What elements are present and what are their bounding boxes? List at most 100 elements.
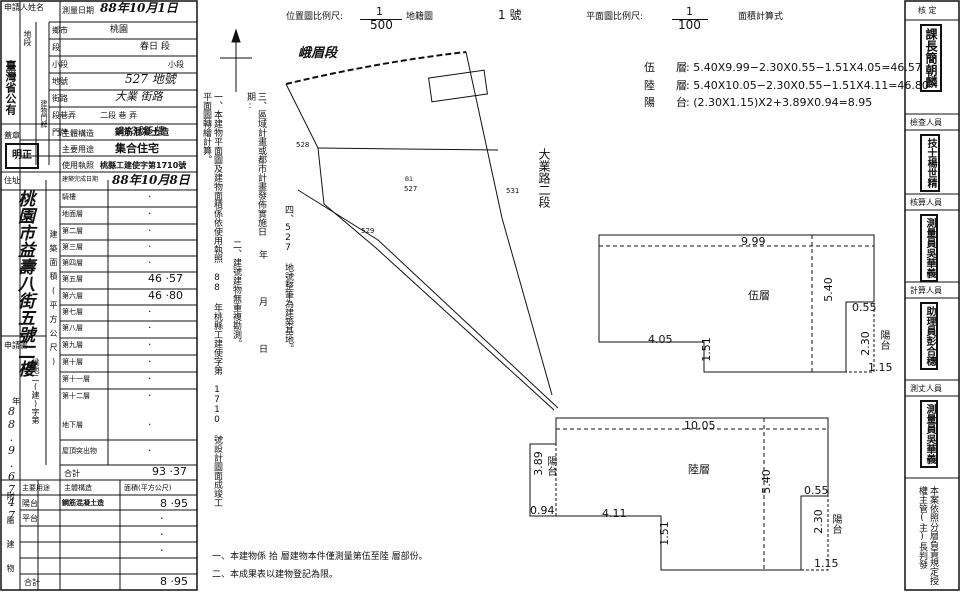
plan-6f bbox=[529, 417, 829, 571]
floor-row-11-area: · bbox=[148, 372, 152, 385]
cadastral-label: 地籍圖 bbox=[406, 12, 434, 22]
land-label: 地段 bbox=[23, 30, 32, 46]
plan5-dim-230: 2.30 bbox=[858, 331, 872, 356]
formula-2-floor: 陽 bbox=[644, 96, 655, 109]
loc-row-1-label: 段 bbox=[52, 43, 60, 52]
floor-row-8-name: 第八層 bbox=[62, 324, 83, 332]
plan6-dim-411: 4.11 bbox=[602, 507, 627, 520]
loc-row-6-label: 門牌 bbox=[52, 128, 68, 137]
note-3: 三、區域計畫或都市計畫發佈實施日期: bbox=[245, 92, 266, 236]
total-label: 合計 bbox=[64, 469, 80, 478]
road-top-label: 峨眉段 bbox=[298, 46, 338, 61]
drawing-area: 位置圖比例尺: 1 500 地籍圖 1 號 平面圖比例尺: 1 100 面積計算… bbox=[198, 0, 929, 592]
plan-scale-bar bbox=[672, 19, 708, 20]
loc-row-1-value: 春日 段 bbox=[140, 42, 170, 52]
checker-label: 檢查人員 bbox=[910, 118, 942, 127]
floor-row-0-name: 騎樓 bbox=[62, 193, 76, 201]
loc-row-0-value: 桃園 bbox=[110, 25, 129, 35]
floor-row-14-name: 屋頂突出物 bbox=[62, 447, 97, 455]
applicant-name: 臺灣省公有 bbox=[4, 60, 17, 115]
plan6-title: 陸層 bbox=[688, 463, 710, 476]
hand-no: 88.9.6747 bbox=[5, 405, 18, 522]
stamp-checker: 技士楊世精 bbox=[920, 134, 940, 192]
annex-row-0-area: 8 ·95 bbox=[160, 497, 188, 510]
road-lower-edge bbox=[297, 189, 559, 409]
formula-1-floor: 陸 bbox=[644, 79, 655, 92]
seal-stamp: 明正 bbox=[5, 143, 39, 169]
parcel-boundary-west bbox=[285, 83, 555, 411]
applicant-label: 申請人姓名 bbox=[4, 3, 44, 12]
plan6-dim-230: 2.30 bbox=[811, 509, 825, 534]
loc-row-5-label: 段巷弄 bbox=[52, 111, 76, 120]
floor-row-0-area: · bbox=[148, 190, 152, 203]
floor-row-6-area: 46 ·80 bbox=[148, 289, 183, 302]
plan-6f-balcony-left bbox=[529, 443, 557, 517]
formula-1-tail: 層 bbox=[676, 79, 687, 92]
stamp-calc: 測量員吳華義 bbox=[920, 214, 938, 282]
plan-6f-balcony-right bbox=[800, 495, 829, 571]
floor-row-7-area: · bbox=[148, 305, 152, 318]
floor-row-2-area: · bbox=[148, 224, 152, 237]
structure-value: 鋼筋混凝土造 bbox=[115, 128, 170, 138]
plan-5f-balcony bbox=[845, 301, 875, 373]
plan5-dim-055: 0.55 bbox=[852, 301, 877, 314]
floors-header: 建築面積(平方公尺) bbox=[49, 230, 58, 372]
applicant-doc-value: 桃地二(建)字第 bbox=[31, 358, 40, 424]
loc-scale-den: 500 bbox=[370, 18, 393, 32]
loc-row-6-value: 243號5樓 bbox=[118, 126, 164, 137]
floor-row-9-area: · bbox=[148, 338, 152, 351]
loc-row-2-label: 小段 bbox=[52, 60, 68, 69]
year-label: 年 bbox=[12, 397, 20, 406]
computer-label: 計算人員 bbox=[910, 286, 942, 295]
loc-row-0-label: 鄉市 bbox=[52, 26, 68, 35]
north-arrow-head bbox=[231, 28, 241, 43]
floor-row-6-name: 第六層 bbox=[62, 292, 83, 300]
plan-5f bbox=[598, 234, 875, 373]
loc-row-4-value: 大業 街路 bbox=[115, 90, 163, 103]
stamp-surveyor: 測量員吳華義 bbox=[920, 400, 938, 468]
complete-date: 88年10月8日 bbox=[112, 173, 190, 187]
floor-row-13-area: · bbox=[148, 418, 152, 431]
left-table-grid bbox=[0, 0, 198, 591]
calc-label: 核算人員 bbox=[910, 198, 942, 207]
loc-scale-bar bbox=[360, 19, 402, 20]
floor-row-10-area: · bbox=[148, 355, 152, 368]
use-label: 主要用途 bbox=[62, 145, 94, 154]
floor-row-14-area: · bbox=[148, 444, 152, 457]
plan6-dim-055: 0.55 bbox=[804, 484, 829, 497]
floor-row-3-name: 第三層 bbox=[62, 243, 83, 251]
floor-row-1-area: · bbox=[148, 207, 152, 220]
plan6-dim-115: 1.15 bbox=[814, 557, 839, 570]
formula-0-tail: 層 bbox=[676, 61, 687, 74]
annex-label: 附屬建物 bbox=[6, 492, 15, 588]
plan-scale-num: 1 bbox=[686, 5, 693, 18]
parcel-boundary-east bbox=[465, 51, 553, 396]
plan6-balcony-right: 陽台 bbox=[830, 514, 841, 534]
formula-2-expr: : (2.30X1.15)X2+3.89X0.94=8.95 bbox=[686, 96, 873, 109]
parcel-528-label: 528 bbox=[296, 141, 310, 149]
plan5-dim-999: 9.99 bbox=[741, 235, 766, 248]
note-4: 四、527 地號整筆為建築基地。 bbox=[283, 205, 293, 353]
cadastral-no: 1 號 bbox=[498, 8, 522, 22]
building-no-label: 建物門牌 bbox=[40, 100, 48, 128]
loc-row-4-label: 街路 bbox=[52, 94, 68, 103]
loc-row-3-value: 527 地號 bbox=[125, 72, 176, 86]
parcel-531-label: 531 bbox=[506, 187, 520, 195]
parcel-divider bbox=[317, 147, 499, 151]
parcel-527-label: 527 bbox=[404, 185, 418, 193]
right-column-grid bbox=[904, 0, 960, 591]
license-label: 使用執照 bbox=[62, 161, 94, 170]
authorization-note: 本案依照分層負責規定授權主管(主)長判發 bbox=[917, 486, 938, 585]
plan-6f-outline bbox=[529, 417, 829, 571]
note-3b: 年 月 日 bbox=[257, 250, 267, 367]
floor-row-5-name: 第五層 bbox=[62, 275, 83, 283]
surveyor-label: 測丈人員 bbox=[910, 384, 942, 393]
floor-row-8-area: · bbox=[148, 321, 152, 334]
building-footprint bbox=[428, 69, 488, 103]
plan-5f-outline bbox=[598, 234, 875, 373]
stamp-chief: 課長簡朝麟 bbox=[920, 24, 942, 92]
annex-row-0-struct: 鋼筋混凝土造 bbox=[62, 499, 104, 507]
annex-row-0-use: 陽台 bbox=[22, 499, 38, 508]
loc-row-5-value: 二段 巷 弄 bbox=[100, 111, 138, 120]
plan6-dim-151: 1.51 bbox=[657, 521, 671, 546]
